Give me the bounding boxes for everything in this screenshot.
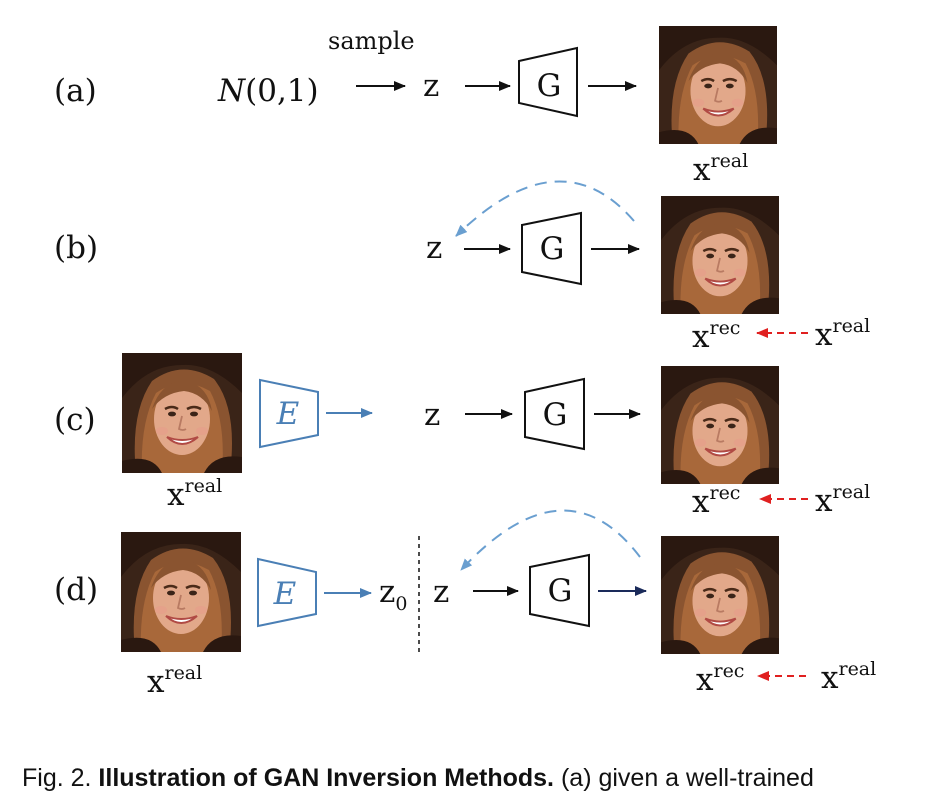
latent-z-a: z — [423, 68, 439, 104]
target-xreal-d: xreal — [821, 658, 876, 696]
figure-caption: Fig. 2. Illustration of GAN Inversion Me… — [22, 764, 932, 793]
encoder-label-c: E — [276, 396, 300, 432]
generator-block-c — [524, 377, 585, 451]
optimization-dashed-arrow-b — [455, 180, 635, 237]
generator-label-c: G — [543, 397, 568, 433]
recon-xrec-b: xrec — [692, 317, 740, 355]
row-a-label: (a) — [54, 73, 97, 109]
input-xreal-d: xreal — [147, 662, 202, 700]
prior-distribution: N(0,1) — [217, 73, 319, 109]
prior-args: (0,1) — [245, 73, 319, 109]
caption-title: Illustration of GAN Inversion Methods. — [98, 764, 555, 792]
generated-face-image-a — [659, 26, 777, 144]
generator-label-a: G — [537, 68, 562, 104]
generator-label-d: G — [548, 573, 573, 609]
generator-block-b — [521, 211, 582, 286]
sample-label: sample — [328, 27, 415, 55]
caption-prefix: Fig. 2. — [22, 764, 99, 792]
row-d-label: (d) — [54, 572, 98, 608]
output-xreal-a: xreal — [693, 150, 748, 188]
encoder-block-d — [257, 557, 317, 628]
row-c-label: (c) — [54, 402, 96, 438]
input-face-image-c — [122, 353, 242, 473]
reconstructed-face-image-d — [661, 534, 779, 656]
recon-xrec-d: xrec — [696, 660, 744, 698]
input-face-image-d — [121, 531, 241, 653]
init-latent-z0: z0 — [379, 574, 407, 615]
latent-z-c: z — [424, 397, 440, 433]
reconstructed-face-image-b — [661, 194, 779, 316]
optimization-dashed-arrow-d — [460, 509, 641, 571]
target-xreal-c: xreal — [815, 481, 870, 519]
generator-block-a — [518, 46, 578, 118]
encoder-block-c — [259, 378, 319, 449]
recon-xrec-c: xrec — [692, 482, 740, 520]
latent-z-b: z — [426, 230, 442, 266]
generator-block-d — [529, 553, 590, 628]
generator-label-b: G — [540, 231, 565, 267]
input-xreal-c: xreal — [167, 475, 222, 513]
reconstructed-face-image-c — [661, 364, 779, 486]
target-xreal-b: xreal — [815, 315, 870, 353]
prior-symbol: N — [217, 73, 247, 109]
caption-body: (a) given a well-trained — [554, 764, 814, 792]
row-b-label: (b) — [54, 230, 98, 266]
latent-z-d: z — [433, 574, 449, 610]
encoder-label-d: E — [273, 576, 297, 612]
